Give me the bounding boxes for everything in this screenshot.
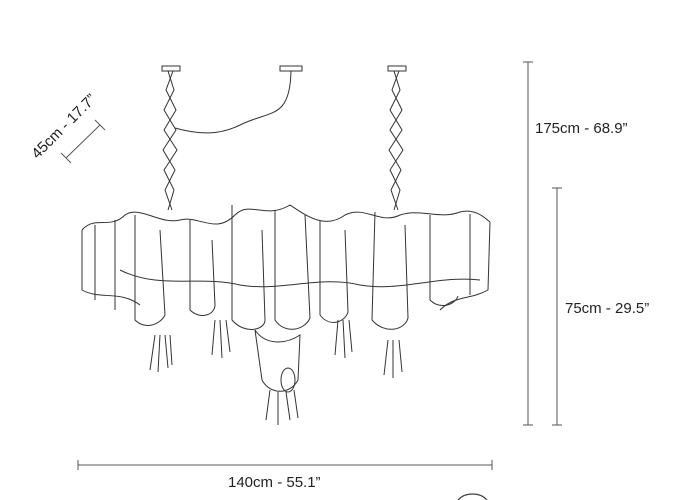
width-dimension-line <box>77 460 493 470</box>
crystal-drops <box>149 319 403 425</box>
depth-dimension-line <box>60 119 106 164</box>
body-height-label: 75cm - 29.5” <box>565 300 650 317</box>
chains <box>162 70 404 211</box>
total-height-label: 175cm - 68.9” <box>535 120 628 137</box>
width-label: 140cm - 55.1” <box>228 474 321 491</box>
body-height-dimension-line <box>552 187 562 426</box>
stamp-mark <box>457 493 488 500</box>
ceiling-canopies <box>161 65 407 134</box>
chandelier-body <box>81 204 491 393</box>
height-dimension-line <box>523 61 533 426</box>
